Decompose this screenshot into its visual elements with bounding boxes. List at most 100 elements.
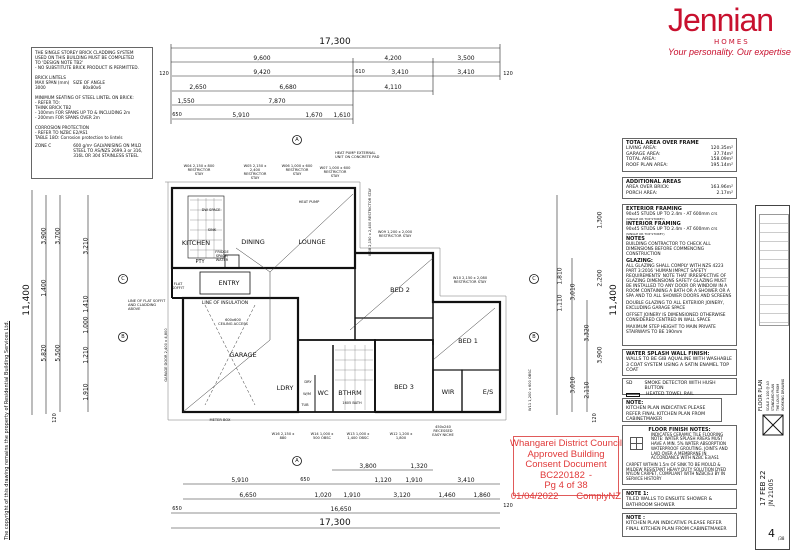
area-value: 37.74m²: [713, 151, 733, 157]
window-tag: W04 2,150 x 800 RESTRICTOR STAY: [183, 164, 215, 176]
dim: 650: [172, 506, 182, 512]
stamp-page: Pg 4 of 38: [544, 480, 588, 491]
working-drawing: WORKING DRAWING: [781, 378, 785, 411]
dim: 120: [503, 503, 513, 509]
dim: 3,320: [583, 324, 591, 342]
dim: 650: [300, 477, 310, 483]
area-label: LIVING AREA:: [626, 146, 657, 152]
tile-grid: [190, 198, 373, 410]
note-line: - 200mm FOR SPANS OVER 2m: [35, 115, 100, 120]
dim: 1,210: [82, 346, 90, 364]
note-text: OFFSET JOINERY IS DIMENSIONED OTHERWISE …: [626, 313, 726, 323]
area-label: GARAGE AREA:: [626, 151, 661, 157]
dim: 1,110: [556, 294, 564, 312]
note-1-box: NOTE 1: TILED WALLS TO ENSUITE SHOWER & …: [622, 489, 737, 509]
window-tag: W13 1,000 x 1,400 OBSC: [346, 432, 370, 440]
note-text: TILED WALLS TO ENSUITE SHOWER & BATHROOM…: [626, 497, 713, 508]
client: THE LOUIS FROM: [776, 383, 780, 411]
window-tag: W09 1,200 x 2,000 RESTRICTOR STAY: [377, 230, 413, 238]
area-label: PORCH AREA:: [626, 190, 658, 196]
dim: 1,910: [343, 492, 361, 499]
note-text: 90x45 STUDS UP TO 2.4m - AT 600mm crs: [626, 227, 718, 232]
window-tag: W14 1,000 x 500 OBSC: [310, 432, 334, 440]
note-text: (SINGLE OR TOP STOREY): [626, 217, 665, 221]
glazing-title: GLAZING:: [626, 258, 653, 264]
dim: 1,860: [473, 492, 491, 499]
legend-text: SMOKE DETECTOR WITH HUSH BUTTON: [644, 381, 716, 392]
room-entry: ENTRY: [218, 279, 240, 287]
dim: 120: [52, 413, 58, 423]
drawing-title: FLOOR PLAN: [758, 379, 764, 412]
note-text: INDICATES CERAMIC TILE FLOORING NOTE: WA…: [651, 431, 728, 461]
dim: 16,650: [330, 506, 352, 513]
dim: 120: [159, 71, 169, 77]
dim: 1,910: [82, 383, 90, 401]
jennian-logo: Jennian: [668, 2, 774, 38]
note-text: KITCHEN PLAN INDICATIVE PLEASE REFER FIN…: [626, 406, 706, 423]
fridge-label: FRIDGE SPACE/ WATER: [215, 250, 229, 262]
dim: 120: [592, 413, 598, 423]
area-value: 158.09m²: [710, 157, 733, 163]
logo-subtitle: HOMES: [714, 38, 750, 46]
dim: 1,670: [305, 112, 323, 119]
interior-framing-title: INTERIOR FRAMING: [626, 221, 681, 227]
dim: 5,910: [232, 112, 250, 119]
dim: 1,000: [82, 316, 90, 334]
note-line: - NO SUBSTITUTE BRICK PRODUCT IS PERMITT…: [35, 65, 139, 70]
note-line: THINK BRICK TB2: [35, 105, 72, 110]
note-line: USED ON THIS BUILDING MUST BE COMPLETED: [35, 55, 135, 60]
dimension-lines: [31, 44, 588, 529]
stamp-council: Whangarei District Council: [510, 438, 622, 449]
note-text: DOUBLE GLAZING TO ALL EXTERIOR JOINERY, …: [626, 301, 725, 311]
window-tag: W10 2,150 x 2,080 RESTRICTOR STAY: [452, 276, 488, 284]
room-lounge: LOUNGE: [298, 238, 326, 246]
north-compass-icon: [762, 414, 784, 436]
plan-type: STANDARD PLAN: [771, 384, 775, 411]
note-text: WALLS TO BE GIB AQUALINE WITH WASHABLE 3…: [626, 357, 732, 374]
additional-areas-title: ADDITIONAL AREAS: [626, 179, 682, 185]
note-line: TO 'DESIGN NOTE TB2': [35, 60, 84, 65]
dim: 3,010: [569, 283, 577, 301]
dim: 6,680: [279, 84, 297, 91]
dim: 2,200: [596, 269, 604, 287]
note-line: - REFER TO NZBC E2/AS1: [35, 130, 88, 135]
sheet-number: 4: [768, 527, 775, 540]
room-ensuite: E/S: [482, 388, 494, 396]
dim: 1,610: [333, 112, 351, 119]
room-garage: GARAGE: [229, 351, 257, 359]
area-value: 120.35m²: [710, 146, 733, 152]
soffit-line-label: LINE OF FLAT SOFFIT AND CLADDING ABOVE: [128, 299, 166, 311]
zone: ZONE C: [35, 143, 52, 148]
note-title: NOTE:: [626, 400, 644, 406]
room-wir: WIR: [441, 388, 455, 396]
dim: 1,460: [438, 492, 456, 499]
note-title: NOTE :: [626, 515, 646, 521]
dim: 4,200: [384, 55, 402, 62]
floor-finish-box: FLOOR FINISH NOTES: INDICATES CERAMIC TI…: [622, 425, 737, 485]
kitchen-note-box: NOTE: KITCHEN PLAN INDICATIVE PLEASE REF…: [622, 398, 722, 422]
note-text: ALL GLAZING SHALL COMPLY WITH NZS 4223 P…: [626, 264, 732, 299]
dim-overall-width-bottom: 17,300: [319, 518, 351, 528]
area-label: TOTAL AREA:: [626, 157, 656, 163]
lintel-value: 80x80x6: [82, 85, 101, 90]
dim: 9,600: [253, 55, 271, 62]
total-area-title: TOTAL AREA OVER FRAME: [626, 140, 699, 146]
dim: 1,120: [374, 477, 392, 484]
dim: 3,210: [82, 237, 90, 255]
note-line: - REFER TO:: [35, 100, 60, 105]
note-text: 90x45 STUDS UP TO 2.4m - AT 600mm crs: [626, 212, 718, 217]
seating-title: MINIMUM SEATING OF STEEL LINTEL ON BRICK…: [35, 95, 134, 100]
notes-title: NOTES: [626, 236, 645, 242]
dim: 3,900: [596, 346, 604, 364]
dryer-label: DRY: [304, 380, 312, 384]
meter-box-label: METER BOX: [209, 418, 231, 422]
window-tag: W08 2,150 x 2,400 RESTRICTOR STAY: [368, 188, 372, 256]
floor-finish-title: FLOOR FINISH NOTES:: [648, 427, 711, 433]
grid-marker-b-left: B: [121, 334, 125, 340]
dim: 1,320: [410, 463, 428, 470]
note-line: TABLE 18O: Corrosion protection to linte…: [35, 135, 123, 140]
room-dining: DINING: [241, 238, 265, 246]
dim: 3,900: [40, 227, 48, 245]
dim: 6,650: [239, 492, 257, 499]
